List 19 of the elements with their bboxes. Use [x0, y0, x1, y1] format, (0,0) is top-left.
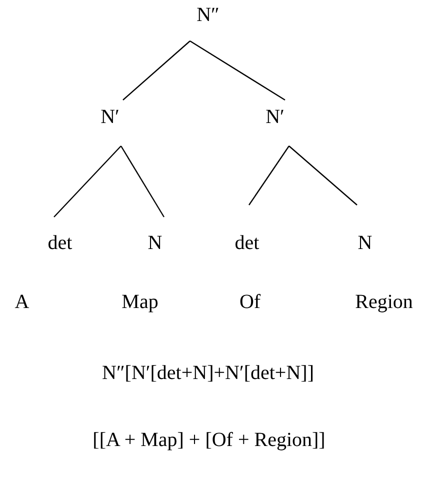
bracket-formula: N″[N′[det+N]+N′[det+N]]: [102, 361, 314, 385]
tree-branch-line: [120, 146, 165, 218]
tree-node-label: N: [358, 231, 372, 255]
tree-node-label: N′: [266, 105, 284, 129]
tree-node-label: det: [48, 231, 72, 255]
tree-branch-line: [122, 40, 190, 100]
tree-branch-line: [54, 146, 122, 218]
word-label: Of: [239, 290, 261, 314]
tree-node-label: N′: [100, 105, 120, 129]
tree-node-label: N: [148, 231, 162, 255]
tree-node-label: det: [234, 231, 260, 255]
word-label: Map: [122, 290, 158, 314]
bracket-formula: [[A + Map] + [Of + Region]]: [92, 428, 326, 452]
tree-branch-line: [288, 146, 358, 206]
word-label: Region: [355, 290, 413, 314]
tree-node-label: N″: [196, 3, 220, 27]
tree-branch-line: [248, 146, 290, 206]
tree-branch-line: [190, 40, 286, 100]
word-label: A: [14, 290, 30, 314]
